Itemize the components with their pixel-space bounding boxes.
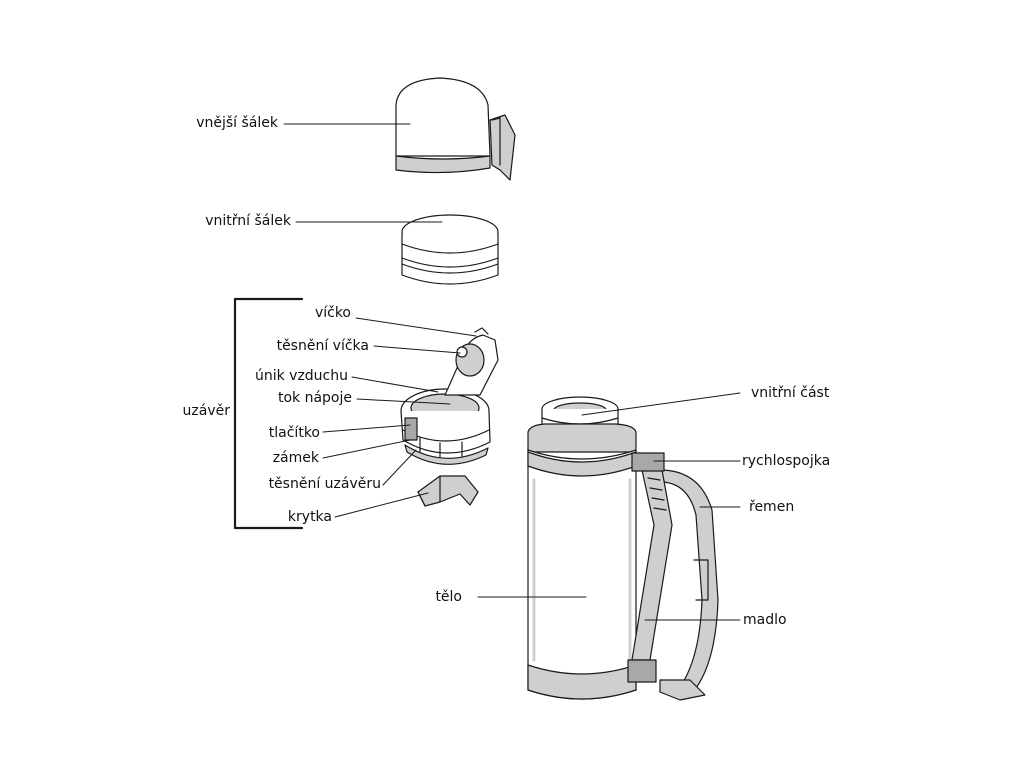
leader-lines xyxy=(283,123,741,621)
label-air-vent: únik vzduchu xyxy=(254,368,348,384)
label-handle: madlo xyxy=(743,612,787,628)
label-lid: víčko xyxy=(314,305,351,321)
label-button: tlačítko xyxy=(268,425,320,441)
bottle-body-drawing xyxy=(527,396,637,700)
label-lock: zámek xyxy=(272,450,319,466)
closure-bracket xyxy=(233,297,304,530)
label-quick-connector: rychlospojka xyxy=(742,453,831,469)
label-closure-seal: těsnění uzávěru xyxy=(268,476,381,492)
label-inner-cup: vnitřní šálek xyxy=(205,213,291,229)
label-closure: uzávěr xyxy=(182,403,230,419)
cover-drawing xyxy=(417,475,479,507)
inner-cup-drawing xyxy=(401,214,499,285)
label-strap: řemen xyxy=(749,499,795,515)
label-outer-cup: vnější šálek xyxy=(196,115,278,131)
outer-cup-drawing xyxy=(395,77,516,181)
handle-drawing xyxy=(627,452,673,683)
label-lid-seal: těsnění víčka xyxy=(276,338,369,354)
label-drink-flow: tok nápoje xyxy=(277,390,352,406)
label-inner-part: vnitřní část xyxy=(751,385,830,401)
strap-drawing xyxy=(659,469,719,701)
label-body: tělo xyxy=(435,589,462,605)
closure-assembly-drawing xyxy=(400,327,499,465)
label-cover: krytka xyxy=(287,509,332,525)
